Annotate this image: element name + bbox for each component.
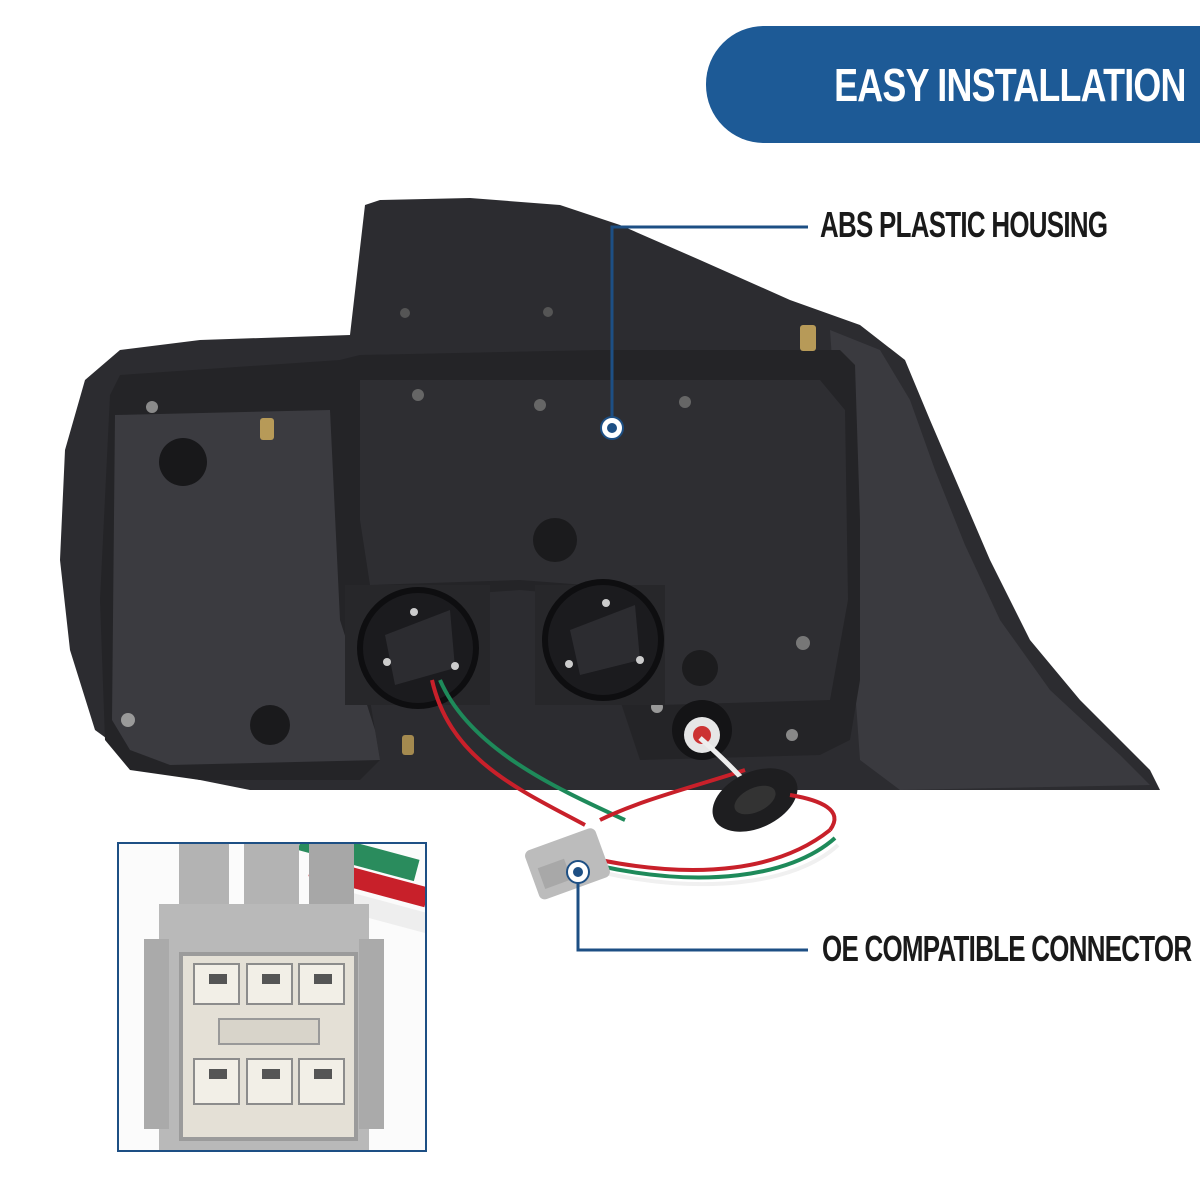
dot-callout-icon xyxy=(566,860,590,884)
title-banner: EASY INSTALLATION xyxy=(706,26,1200,143)
inner-panel xyxy=(360,380,848,705)
dot-callout-icon xyxy=(600,416,624,440)
callout-connector-label: OE COMPATIBLE CONNECTOR xyxy=(822,928,1192,969)
oe-connector xyxy=(525,828,610,900)
housing-wing xyxy=(830,330,1150,790)
housing-leader-line xyxy=(610,225,808,428)
banner-title: EASY INSTALLATION xyxy=(834,58,1186,111)
callout-housing-label: ABS PLASTIC HOUSING xyxy=(820,204,1108,245)
connector-closeup-inset xyxy=(117,842,427,1152)
left-bezel xyxy=(112,410,380,765)
connector-closeup-image xyxy=(144,844,425,1150)
connector-leader-line xyxy=(576,873,808,952)
